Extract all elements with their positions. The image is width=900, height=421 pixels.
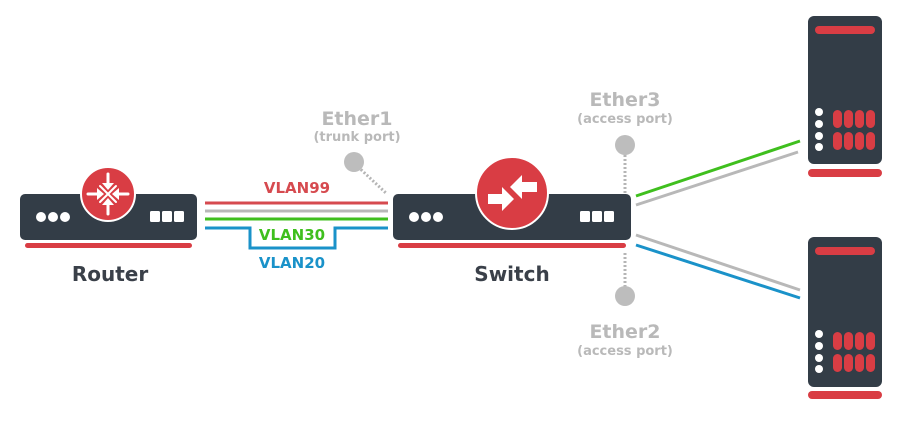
ether2-port-marker: [615, 253, 635, 306]
ether1-port-marker: [344, 152, 389, 196]
switch-label: Switch: [474, 262, 549, 286]
router-icon: [80, 166, 136, 222]
server-bottom[interactable]: [808, 237, 882, 399]
ether1-name: Ether1: [321, 108, 392, 130]
server-top[interactable]: [808, 16, 882, 177]
ether2-vlan20-line: [635, 243, 801, 300]
access-links: [635, 139, 801, 300]
server-top-top-bar: [815, 26, 875, 34]
ether2-name: Ether2: [589, 321, 660, 343]
ether2-native-line: [635, 233, 801, 292]
switch-leds: [409, 212, 443, 222]
server-bottom-body: [808, 237, 882, 387]
ether2-dot: [615, 286, 635, 306]
switch-device[interactable]: [393, 156, 631, 248]
server-bottom-base-bar: [808, 391, 882, 399]
ether2-type: (access port): [577, 344, 673, 359]
vlan20-line: [205, 226, 388, 250]
ether3-port-marker: [615, 135, 635, 193]
server-top-body: [808, 16, 882, 164]
server-top-base-bar: [808, 169, 882, 177]
ether3-name: Ether3: [589, 89, 660, 111]
trunk-link: [205, 201, 388, 250]
server-top-drives: [833, 110, 875, 150]
server-bottom-top-bar: [815, 247, 875, 255]
server-bottom-leds: [815, 330, 823, 373]
ether3-dot: [615, 135, 635, 155]
ether3-vlan30-line: [635, 139, 801, 198]
ether1-type: (trunk port): [313, 130, 400, 145]
router-label: Router: [72, 262, 149, 286]
ether1-dotted-line: [353, 162, 389, 196]
vlan99-label: VLAN99: [264, 179, 330, 197]
switch-ports: [580, 211, 614, 222]
server-bottom-drives: [833, 332, 875, 372]
ether3-type: (access port): [577, 112, 673, 127]
router-device[interactable]: [20, 166, 197, 248]
router-ports: [150, 211, 184, 222]
router-leds: [36, 212, 70, 222]
router-base-bar: [25, 243, 192, 248]
vlan20-label: VLAN20: [259, 254, 325, 272]
switch-icon: [475, 156, 549, 230]
switch-base-bar: [398, 243, 626, 248]
ether3-native-line: [635, 150, 799, 207]
server-top-leds: [815, 108, 823, 151]
ether1-dot: [344, 152, 364, 172]
vlan30-label: VLAN30: [259, 226, 325, 244]
